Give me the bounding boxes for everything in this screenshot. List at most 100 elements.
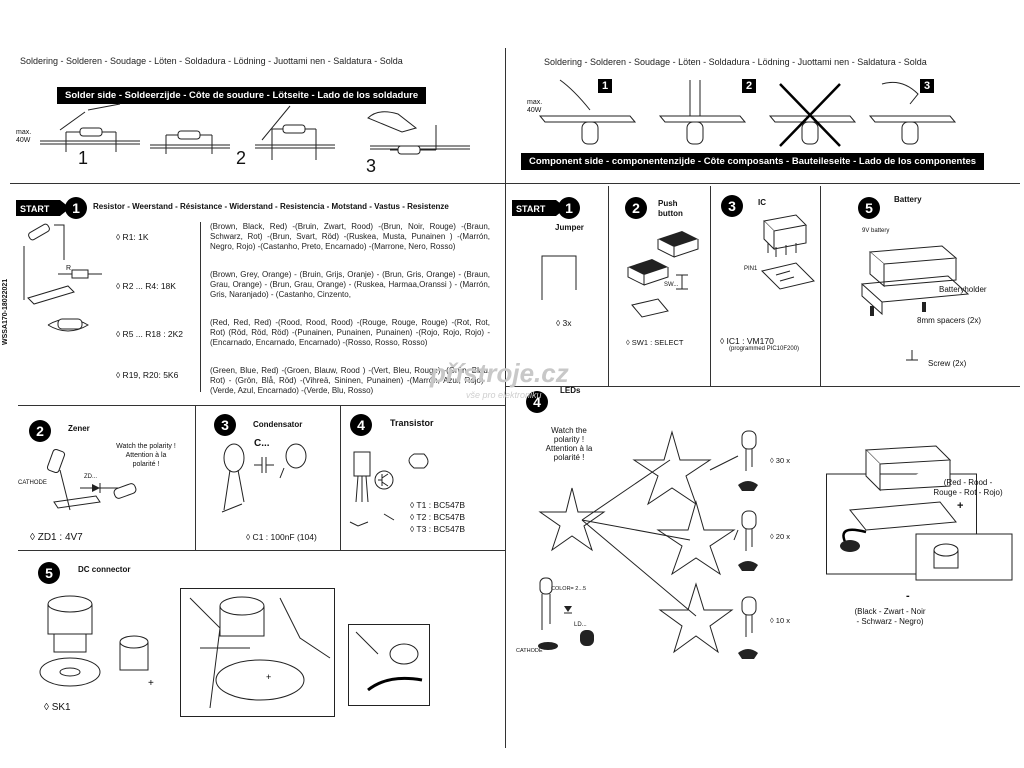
push-button-ref: ◊ SW1 : SELECT	[626, 338, 684, 347]
ic-ref: ◊ IC1 : VM170	[720, 336, 774, 346]
resistor-r2-r4-ref: ◊ R2 ... R4: 18K	[116, 281, 176, 291]
components-bottom-separator	[18, 550, 505, 551]
battery-title: Battery	[894, 195, 922, 204]
component-max-watts: 40W	[527, 107, 542, 114]
component-side-illustration	[538, 79, 957, 147]
resistor-r-label: R	[66, 265, 72, 272]
transistor-t1-ref: ◊ T1 : BC547B	[410, 500, 466, 510]
jumper-divider	[608, 186, 609, 386]
battery-label: 9V battery	[862, 228, 890, 234]
condensator-title: Condensator	[253, 420, 303, 429]
zener-illustration	[46, 448, 137, 511]
jumper-title: Jumper	[555, 223, 584, 232]
resistor-r5-r18-ref: ◊ R5 ... R18 : 2K2	[116, 329, 184, 339]
start-arrow-right: START	[512, 200, 566, 216]
solder-step-2: 2	[236, 148, 247, 168]
solder-side-band: Solder side - Soldeerzijde - Côte de sou…	[57, 87, 427, 104]
push-button-sw-label: SW...	[664, 282, 679, 288]
resistor-r2-r4-colors: (Brown, Grey, Orange) - (Bruin, Grijs, O…	[210, 270, 490, 299]
leds-color-label: COLOR= 2...5	[551, 586, 587, 592]
condensator-symbol-label: C...	[254, 438, 270, 449]
zener-ref: ◊ ZD1 : 4V7	[30, 532, 83, 543]
resistor-r1-ref: ◊ R1: 1K	[116, 232, 149, 242]
battery-spacers-label: 8mm spacers (2x)	[917, 316, 982, 325]
zener-zd-label: ZD...	[84, 474, 97, 480]
ic-pin-label: PIN1	[744, 266, 758, 272]
ic-note: (programmed PIC10F200)	[729, 346, 800, 352]
condensator-step-number: 3	[214, 414, 236, 436]
battery-plus-sign: +	[957, 500, 964, 512]
transistor-t3-ref: ◊ T3 : BC547B	[410, 524, 466, 534]
ic-title: IC	[758, 198, 766, 207]
jumper-illustration	[541, 255, 577, 300]
start-label-right: START	[516, 204, 546, 214]
start-arrow-left: START	[16, 200, 70, 216]
leds-cathode-label: CATHODE	[516, 648, 543, 654]
component-step-3-box: 3	[920, 79, 934, 93]
transistor-step-number: 4	[350, 414, 372, 436]
resistor-r5-r18-colors: (Red, Red, Red) -(Rood, Rood, Rood) -(Ro…	[210, 318, 490, 347]
leds-star-illustration	[538, 430, 739, 654]
zener-title: Zener	[68, 424, 90, 433]
component-step-2-box: 2	[742, 79, 756, 93]
watermark-subtext: vše pro elektroniku	[466, 390, 542, 400]
dc-connector-step-number: 5	[38, 562, 60, 584]
resistor-title: Resistor - Weerstand - Résistance - Wide…	[93, 202, 449, 211]
right-middle-separator	[505, 386, 1020, 387]
watermark-text: přístroje.cz	[430, 358, 569, 388]
left-header: Soldering - Solderen - Soudage - Löten -…	[20, 56, 403, 66]
push-button-divider	[710, 186, 711, 386]
component-max-label: max.	[527, 99, 543, 106]
dc-connector-solder-view	[348, 624, 430, 706]
resistor-illustration	[23, 223, 102, 332]
dc-connector-illustration: +	[39, 595, 154, 689]
condensator-illustration	[221, 443, 307, 513]
resistor-r19-r20-colors: (Green, Blue, Red) -(Groen, Blauw, Rood …	[210, 366, 490, 395]
component-side-band: Component side - componentenzijde - Côte…	[521, 153, 985, 170]
page-divider	[505, 48, 506, 748]
leds-step-number: 4	[526, 391, 548, 413]
transistor-illustration	[349, 451, 429, 527]
leds-parts-illustration	[738, 430, 758, 659]
zener-step-number: 2	[29, 420, 51, 442]
resistor-step-number: 1	[65, 197, 87, 219]
max-label: max.	[16, 129, 32, 136]
start-label: START	[20, 204, 50, 214]
solder-step-1: 1	[78, 148, 89, 168]
ic-step-number: 3	[721, 195, 743, 217]
ic-illustration	[761, 214, 815, 290]
dc-connector-title: DC connector	[78, 565, 131, 574]
battery-minus-sign: -	[906, 590, 910, 602]
ic-divider	[820, 186, 821, 386]
battery-illustration	[860, 245, 970, 361]
condensator-ref: ◊ C1 : 100nF (104)	[246, 532, 317, 542]
max-watts: 40W	[16, 137, 31, 144]
resistor-r1-colors: (Brown, Black, Red) -(Bruin, Zwart, Rood…	[210, 222, 490, 251]
leds-qty-20: ◊ 20 x	[770, 532, 790, 541]
document-code: WSSA170-18022021	[2, 278, 9, 345]
battery-red-wire-label: (Red - Rood -Rouge - Rot - Rojo)	[933, 478, 1003, 497]
battery-step-number: 5	[858, 197, 880, 219]
condensator-divider	[340, 405, 341, 550]
right-top-separator	[505, 183, 1020, 184]
leds-ld-label: LD...	[574, 622, 587, 628]
component-step-1-box: 1	[598, 79, 612, 93]
transistor-title: Transistor	[390, 418, 434, 428]
leds-qty-10: ◊ 10 x	[770, 616, 790, 625]
battery-screw-label: Screw (2x)	[928, 359, 967, 368]
resistor-bottom-separator	[18, 405, 505, 406]
leds-title: LEDs	[560, 386, 581, 395]
solder-step-3: 3	[366, 156, 377, 176]
leds-qty-30: ◊ 30 x	[770, 456, 790, 465]
resistor-r19-r20-ref: ◊ R19, R20: 5K6	[116, 370, 179, 380]
transistor-t2-ref: ◊ T2 : BC547B	[410, 512, 466, 522]
zener-cathode-label: CATHODE	[18, 480, 47, 486]
push-button-illustration	[627, 231, 699, 318]
battery-black-wire-label: (Black - Zwart - Noir- Schwarz - Negro)	[854, 607, 926, 626]
jumper-qty: ◊ 3x	[556, 318, 572, 328]
left-top-separator	[10, 183, 505, 184]
dc-connector-board-view: +	[180, 588, 335, 717]
